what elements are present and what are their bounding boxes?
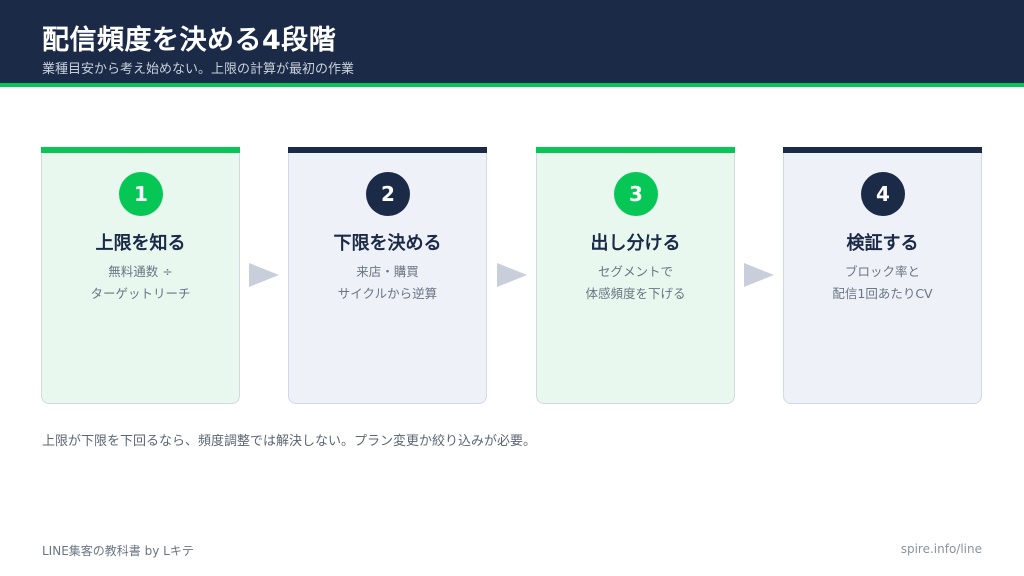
step-card-3: 3 出し分ける セグメントで 体感頻度を下げる (536, 147, 735, 404)
step-number-badge: 1 (119, 172, 163, 216)
arrow-right-icon (744, 263, 774, 287)
step-flow: 1 上限を知る 無料通数 ÷ ターゲットリーチ 2 下限を決める 来店・購買 サ… (41, 147, 983, 404)
summary-note: 上限が下限を下回るなら、頻度調整では解決しない。プラン変更か絞り込みが必要。 (42, 434, 537, 449)
step-description-line: 体感頻度を下げる (585, 286, 686, 301)
step-card-top-bar (288, 147, 487, 153)
step-card-top-bar (783, 147, 982, 153)
step-number-badge: 3 (614, 172, 658, 216)
step-card-4: 4 検証する ブロック率と 配信1回あたりCV (783, 147, 982, 404)
step-title: 検証する (846, 233, 919, 254)
arrow-right-icon (497, 263, 527, 287)
arrow-right-icon (249, 263, 279, 287)
step-card-top-bar (536, 147, 735, 153)
header-accent-line (0, 83, 1024, 87)
step-title: 出し分ける (590, 233, 681, 254)
step-description-line: ブロック率と (844, 264, 920, 279)
step-description-line: 無料通数 ÷ (108, 264, 173, 279)
step-description: 無料通数 ÷ ターゲットリーチ (42, 261, 239, 305)
page-subtitle: 業種目安から考え始めない。上限の計算が最初の作業 (42, 62, 355, 77)
step-description: セグメントで 体感頻度を下げる (537, 261, 734, 305)
step-description: 来店・購買 サイクルから逆算 (289, 261, 486, 305)
step-title: 上限を知る (95, 233, 186, 254)
header-bar: 配信頻度を決める4段階 業種目安から考え始めない。上限の計算が最初の作業 (0, 0, 1024, 83)
step-number-badge: 2 (366, 172, 410, 216)
step-title: 下限を決める (333, 233, 442, 254)
page-title: 配信頻度を決める4段階 (42, 25, 337, 56)
step-card-top-bar (41, 147, 240, 153)
step-card-1: 1 上限を知る 無料通数 ÷ ターゲットリーチ (41, 147, 240, 404)
step-description-line: 来店・購買 (356, 264, 419, 279)
step-description-line: サイクルから逆算 (337, 286, 438, 301)
step-number-badge: 4 (861, 172, 905, 216)
step-description-line: 配信1回あたりCV (832, 286, 933, 301)
step-description-line: ターゲットリーチ (90, 286, 191, 301)
step-description-line: セグメントで (597, 264, 673, 279)
step-card-2: 2 下限を決める 来店・購買 サイクルから逆算 (288, 147, 487, 404)
step-description: ブロック率と 配信1回あたりCV (784, 261, 981, 305)
footer-url: spire.info/line (900, 542, 982, 556)
footer-brand: LINE集客の教科書 by Lキテ (42, 544, 194, 558)
